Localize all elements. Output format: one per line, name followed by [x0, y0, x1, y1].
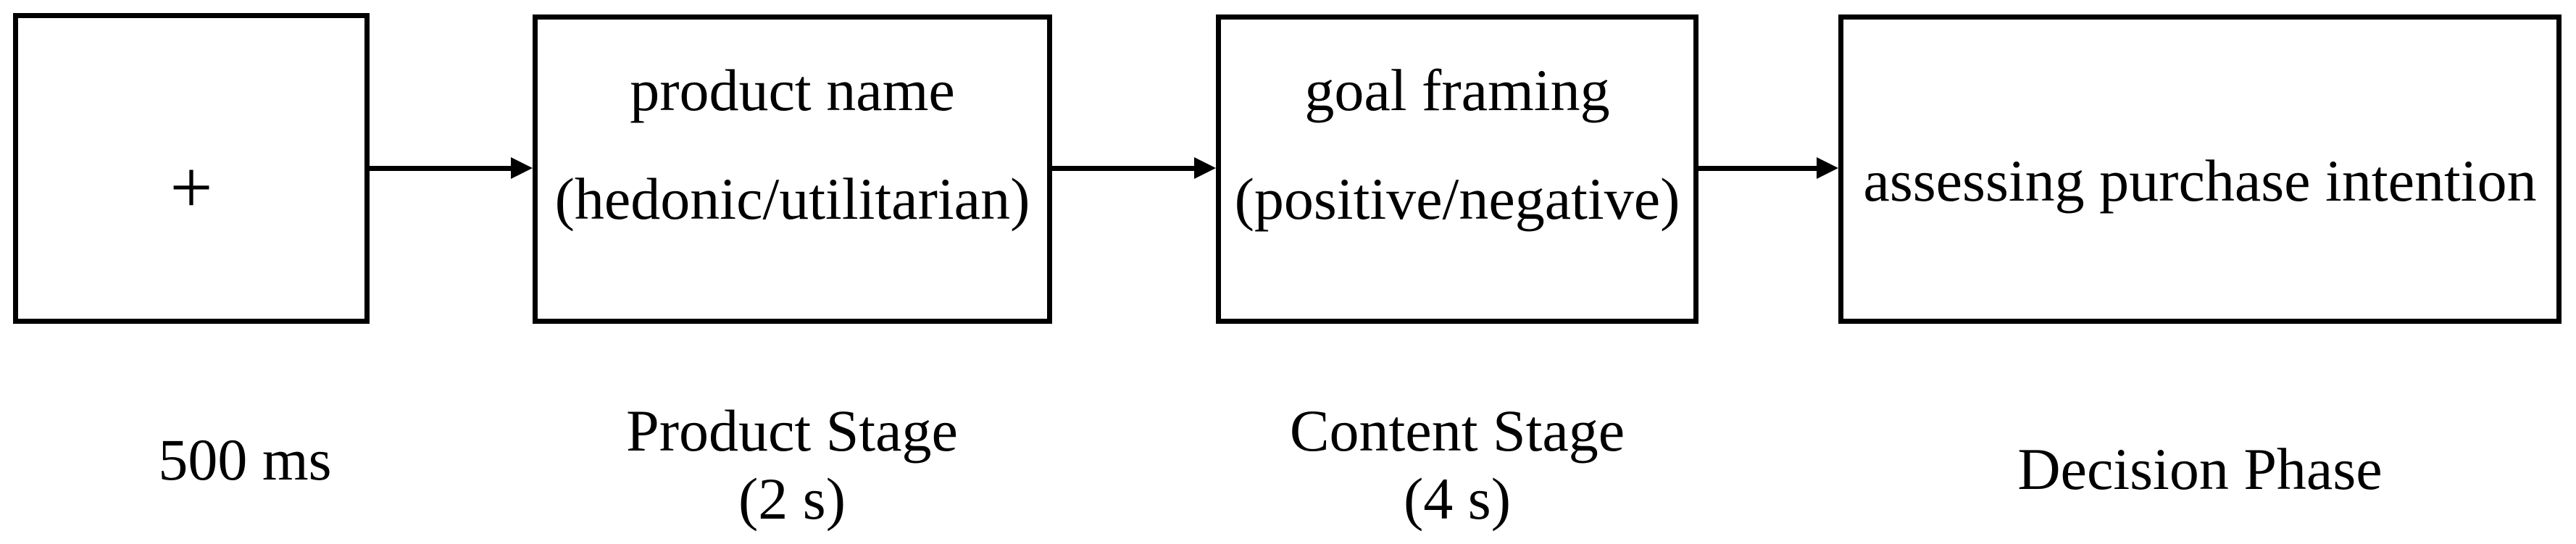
product-stage-caption: Product Stage (2 s) [538, 397, 1046, 533]
fixation-box: + [13, 13, 370, 324]
product-stage-caption-line-2: (2 s) [738, 466, 846, 532]
arrow-head-icon [511, 157, 533, 179]
content-stage-caption-line-2: (4 s) [1403, 466, 1512, 532]
decision-phase-caption: Decision Phase [1946, 435, 2454, 503]
arrow-head-icon [1194, 157, 1216, 179]
decision-phase-text-line: assessing purchase intention [1863, 148, 2537, 214]
product-stage-box: product name (hedonic/utilitarian) [533, 14, 1052, 324]
fixation-caption: 500 ms [64, 426, 426, 494]
content-stage-caption: Content Stage (4 s) [1204, 397, 1711, 533]
content-stage-caption-line-1: Content Stage [1289, 398, 1625, 464]
arrow-fixation-to-product [370, 157, 533, 179]
arrow-head-icon [1817, 157, 1838, 179]
decision-phase-box: assessing purchase intention [1838, 14, 2562, 324]
product-stage-text-line-1: product name [630, 57, 955, 123]
product-stage-caption-line-1: Product Stage [626, 398, 958, 464]
fixation-cross: + [170, 145, 213, 230]
arrow-shaft [1052, 166, 1199, 171]
fixation-caption-line-1: 500 ms [158, 427, 332, 493]
arrow-shaft [370, 166, 515, 171]
arrow-content-to-decision [1698, 157, 1838, 179]
product-stage-text-line-2: (hedonic/utilitarian) [554, 166, 1030, 232]
arrow-shaft [1698, 166, 1821, 171]
content-stage-text-line-1: goal framing [1304, 57, 1610, 123]
content-stage-text-line-2: (positive/negative) [1234, 166, 1680, 232]
content-stage-box: goal framing (positive/negative) [1216, 14, 1698, 324]
decision-phase-caption-line-1: Decision Phase [2017, 436, 2383, 502]
arrow-product-to-content [1052, 157, 1216, 179]
